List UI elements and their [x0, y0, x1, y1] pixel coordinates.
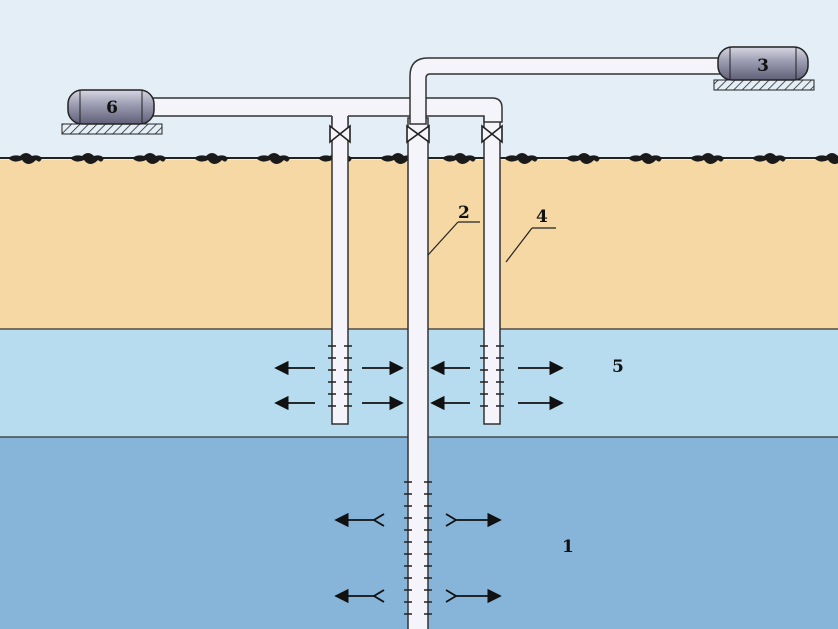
ground-clods: [8, 153, 838, 164]
ground-clod: [256, 153, 290, 164]
ground-clod: [132, 153, 166, 164]
label-3: 3: [757, 56, 769, 76]
valve-right: [481, 124, 503, 144]
tank-3: 3: [713, 46, 815, 91]
ground-clod: [752, 153, 786, 164]
ground-clod: [70, 153, 104, 164]
valve-center: [406, 124, 430, 144]
flow-arrow-tail: [445, 589, 458, 603]
well-perforations: [328, 345, 504, 615]
injection-well-2: [407, 117, 429, 629]
label-5: 5: [612, 357, 624, 377]
ground-clod: [194, 153, 228, 164]
flow-arrow-tail: [445, 513, 458, 527]
ground-clod: [8, 153, 42, 164]
label-2: 2: [458, 203, 470, 223]
ground-clod: [814, 153, 838, 164]
ground-clod: [690, 153, 724, 164]
ground-clod: [566, 153, 600, 164]
observation-well-4: [483, 117, 501, 425]
tank-6: 6: [61, 89, 163, 135]
valve-left: [329, 124, 351, 144]
ground-clod: [628, 153, 662, 164]
flow-arrow-tail: [372, 589, 385, 603]
label-4: 4: [536, 207, 548, 227]
ground-clod: [442, 153, 476, 164]
left-shallow-well: [331, 117, 349, 425]
ground-clod: [504, 153, 538, 164]
leader-4: [505, 227, 556, 263]
label-6: 6: [106, 98, 118, 118]
pipe-tank3: [409, 57, 726, 125]
leader-2: [427, 221, 480, 256]
flow-arrow-tail: [372, 513, 385, 527]
flow-arrows: [274, 360, 564, 604]
ground-clod: [380, 153, 414, 164]
label-1: 1: [562, 537, 574, 557]
